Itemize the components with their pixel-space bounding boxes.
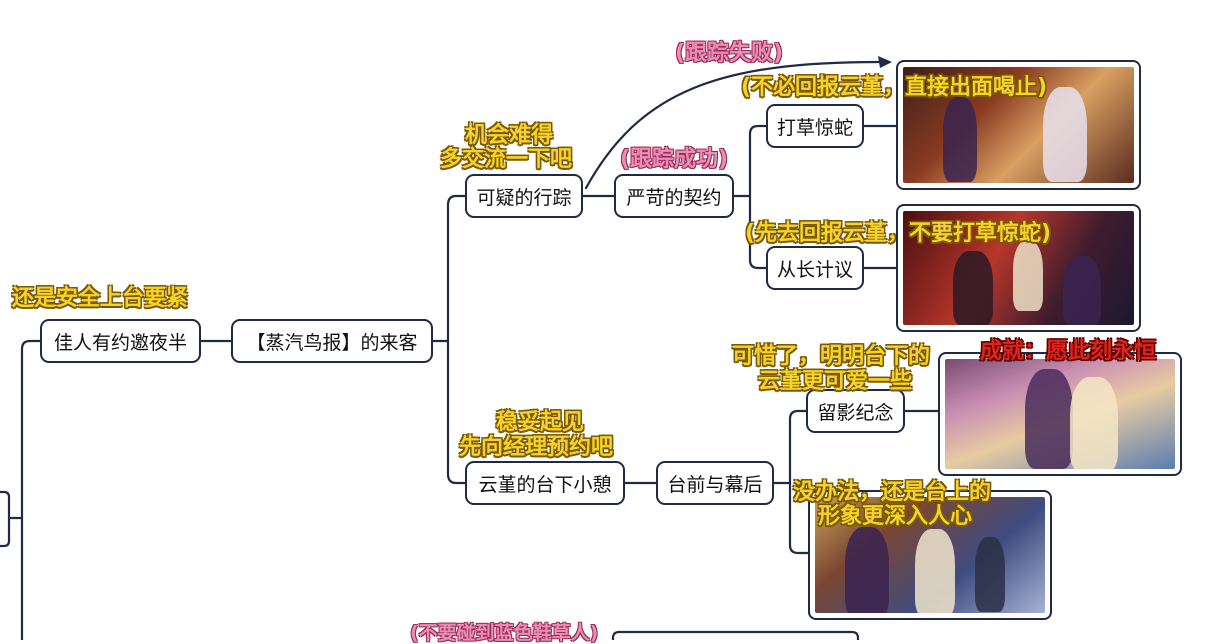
note-track-fail: (跟踪失败): [675, 41, 784, 66]
game-screenshot-3: [945, 359, 1175, 469]
connector-taiqian-liuying: [788, 409, 808, 485]
node-laike[interactable]: 【蒸汽鸟报】的来客: [231, 319, 433, 363]
node-yanke[interactable]: 严苛的契约: [614, 174, 734, 218]
node-taiqian[interactable]: 台前与幕后: [656, 461, 774, 505]
connector-laike-taixia: [446, 339, 467, 485]
note-pity-line1: 可惜了，明明台下的: [732, 344, 931, 369]
note-stable-line1: 稳妥起见: [496, 410, 585, 435]
note-noway-line1: 没办法，还是台上的: [793, 480, 992, 505]
connector-laike-keyi: [446, 194, 467, 343]
note-track-success: (跟踪成功): [620, 147, 729, 172]
note-chance-line2: 多交流一下吧: [440, 147, 573, 172]
note-achievement: 成就：愿此刻永恒: [980, 339, 1157, 364]
node-taixia[interactable]: 云堇的台下小憩: [465, 461, 625, 505]
node-jiaren[interactable]: 佳人有约邀夜半: [40, 319, 201, 363]
partial-node-border: [0, 490, 11, 548]
connector-taiqian-pic4: [788, 481, 810, 555]
node-congchang[interactable]: 从长计议: [766, 246, 864, 290]
image-liuying: [938, 352, 1182, 476]
node-liuying[interactable]: 留影纪念: [806, 389, 905, 433]
note-no-report: (不必回报云堇，直接出面喝止): [741, 75, 1048, 100]
note-bottom-cut: (不要碰到蓝色鞋草人): [410, 622, 599, 644]
note-stable-line2: 先向经理预约吧: [459, 435, 614, 460]
game-screenshot-4: [815, 497, 1045, 613]
connector-yanke-dacao: [748, 124, 768, 198]
partial-bottom-node-border: [611, 630, 860, 640]
connector-root-jiaren: [20, 339, 42, 640]
connector-yanke-congchang: [748, 194, 768, 270]
note-noway-line2: 形象更深入人心: [818, 504, 973, 529]
note-safe: 还是安全上台要紧: [12, 286, 189, 311]
node-keyi[interactable]: 可疑的行踪: [465, 174, 583, 218]
image-dacao: [896, 60, 1141, 190]
connector-track-fail-curve: [584, 60, 882, 190]
node-dacao[interactable]: 打草惊蛇: [766, 104, 864, 148]
note-chance-line1: 机会难得: [465, 123, 554, 148]
game-screenshot-2: [903, 211, 1134, 325]
arrowhead: [878, 56, 892, 68]
game-screenshot-1: [903, 67, 1134, 183]
image-taishang: [808, 490, 1052, 620]
note-report-first: (先去回报云堇，不要打草惊蛇): [745, 221, 1052, 246]
image-congchang: [896, 204, 1141, 332]
note-pity-line2: 云堇更可爱一些: [758, 369, 913, 394]
